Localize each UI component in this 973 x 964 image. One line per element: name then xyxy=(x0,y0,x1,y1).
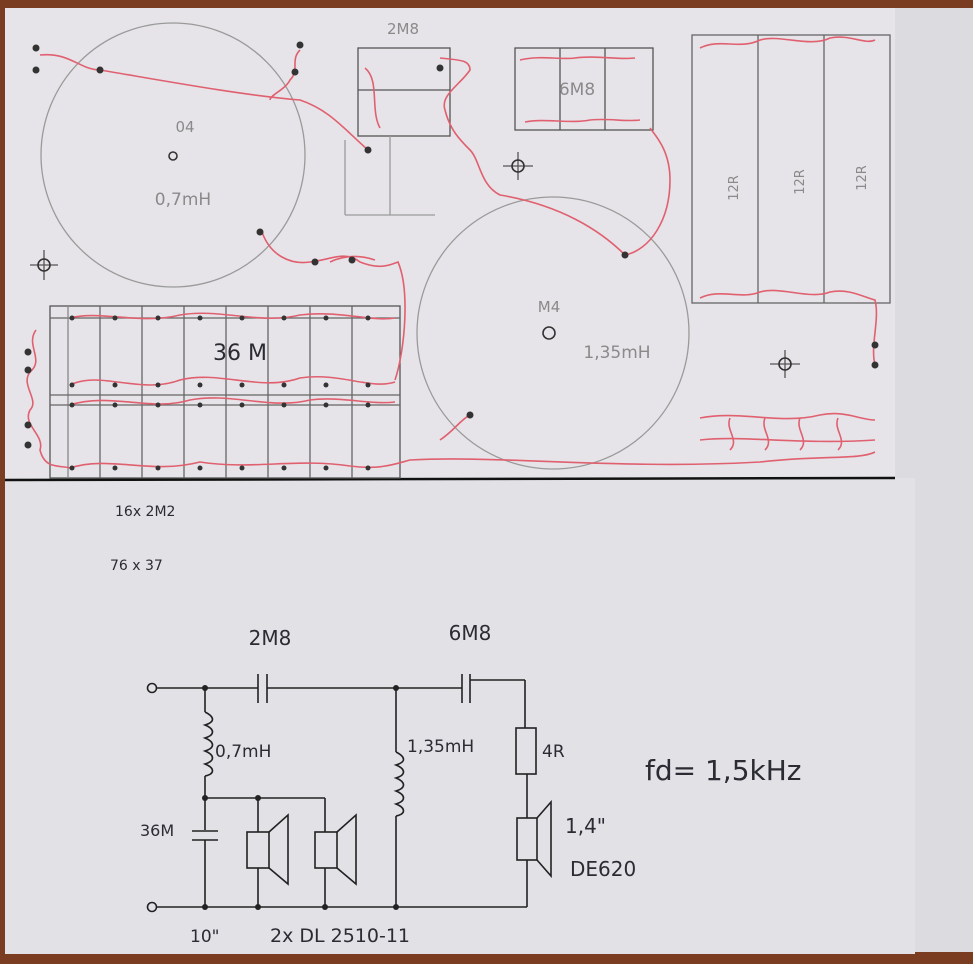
resistor-block xyxy=(691,34,891,304)
resistor-label-1: 12R xyxy=(727,175,742,201)
r-label: 4R xyxy=(542,742,565,762)
c1-label: 2M8 xyxy=(249,626,292,650)
fold-line xyxy=(4,476,896,482)
woofer-size: 10" xyxy=(190,927,219,947)
cap-bank-label: 36 M xyxy=(213,341,267,366)
crossover-schematic xyxy=(146,674,552,913)
coil-l2-outline xyxy=(416,196,690,470)
woofer-model: 2x DL 2510-11 xyxy=(270,925,410,947)
coil-l1-name: 04 xyxy=(175,118,194,136)
note-capacitor-count: 16x 2M2 xyxy=(115,504,175,520)
crossover-frequency: fd= 1,5kHz xyxy=(645,754,802,787)
l1-label: 0,7mH xyxy=(215,742,271,762)
cap-c2-label: 6M8 xyxy=(559,80,595,100)
cap-c1-label: 2M8 xyxy=(387,20,419,38)
c2-label: 6M8 xyxy=(449,621,492,645)
coil-l1-outline xyxy=(40,22,306,288)
coil-l2-value: 1,35mH xyxy=(583,343,650,363)
resistor-label-3: 12R xyxy=(855,165,870,191)
l2-label: 1,35mH xyxy=(407,737,474,757)
c3-label: 36M xyxy=(140,821,174,840)
schematic-sheet xyxy=(5,478,915,954)
cap-c2-outline xyxy=(514,47,654,131)
coil-l2-name: M4 xyxy=(538,298,561,316)
note-dimensions: 76 x 37 xyxy=(110,558,163,574)
cap-bank-outline xyxy=(49,305,401,479)
tweeter-size: 1,4" xyxy=(565,814,606,838)
resistor-label-2: 12R xyxy=(793,169,808,195)
tweeter-model: DE620 xyxy=(570,857,636,881)
coil-l1-value: 0,7mH xyxy=(155,190,211,210)
